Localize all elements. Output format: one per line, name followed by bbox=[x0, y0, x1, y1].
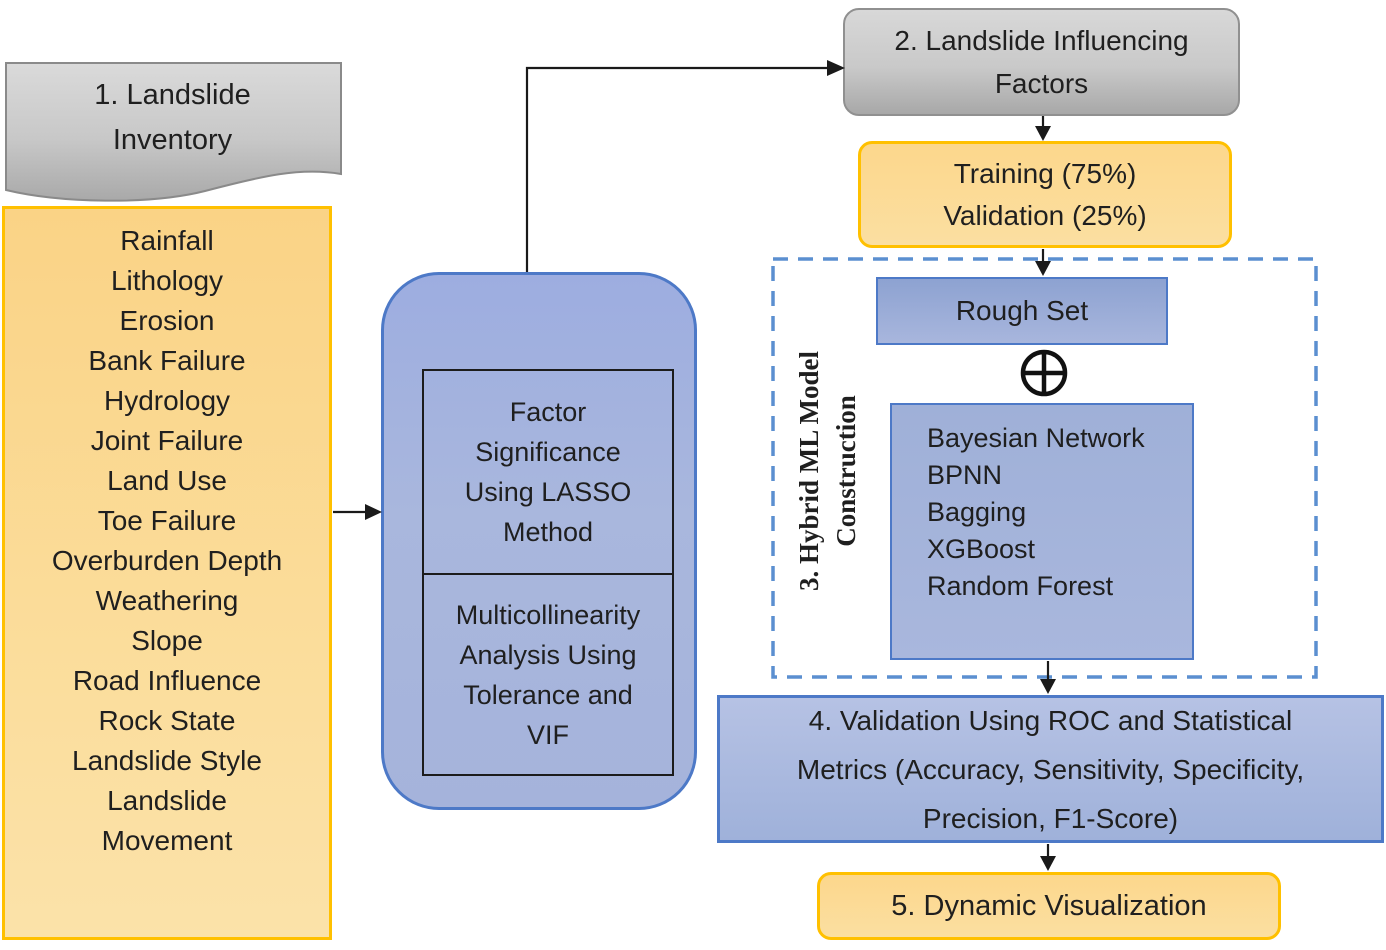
lasso-analysis-node: Factor Significance Using LASSO Method M… bbox=[381, 272, 697, 810]
lasso-inner-table: Factor Significance Using LASSO Method M… bbox=[422, 369, 674, 776]
landslide-inventory-document-shape bbox=[5, 62, 342, 202]
factor-list-item: Overburden Depth bbox=[51, 545, 283, 576]
factor-list-item: Hydrology bbox=[103, 385, 231, 416]
hybrid-ml-group-label: 3. Hybrid ML Model Construction bbox=[794, 351, 861, 592]
factor-list-item: Toe Failure bbox=[97, 505, 237, 536]
rough-set-node: Rough Set bbox=[876, 277, 1168, 345]
landslide-inventory-node: 1. Landslide Inventory bbox=[94, 79, 251, 156]
ml-model-item: Bayesian Network bbox=[927, 423, 1145, 453]
influencing-factors-node: 2. Landslide Influencing Factors bbox=[843, 8, 1240, 116]
factor-list-item: Rainfall bbox=[120, 225, 214, 256]
factor-list-item: Bank Failure bbox=[88, 345, 246, 376]
factor-list-item: Road Influence bbox=[72, 665, 262, 696]
factor-list-item: Erosion bbox=[119, 305, 215, 336]
validation-metrics-node: 4. Validation Using ROC and Statistical … bbox=[717, 695, 1384, 843]
ml-model-item: XGBoost bbox=[927, 534, 1036, 564]
factor-list-item: Landslide Style bbox=[72, 745, 262, 776]
factor-list-item: Weathering bbox=[95, 585, 239, 616]
factor-list-item: Lithology bbox=[110, 265, 224, 296]
factor-list-item: Joint Failure bbox=[90, 425, 244, 456]
training-validation-split-node: Training (75%) Validation (25%) bbox=[858, 141, 1232, 248]
factor-significance-cell: Factor Significance Using LASSO Method bbox=[424, 371, 672, 575]
factor-list-item: Rock State bbox=[98, 705, 236, 736]
ml-model-item: Bagging bbox=[927, 497, 1027, 527]
hybrid-group-dashed-border bbox=[771, 257, 1318, 679]
ml-model-item: BPNN bbox=[927, 460, 1003, 490]
multicollinearity-cell: Multicollinearity Analysis Using Toleran… bbox=[455, 599, 641, 750]
factor-list-item: Land Use bbox=[107, 465, 227, 496]
factor-list-item: Landslide Movement bbox=[101, 785, 233, 856]
factor-list-item: Slope bbox=[131, 625, 203, 656]
dynamic-visualization-node: 5. Dynamic Visualization bbox=[817, 872, 1281, 940]
ml-model-item: Random Forest bbox=[927, 571, 1114, 601]
